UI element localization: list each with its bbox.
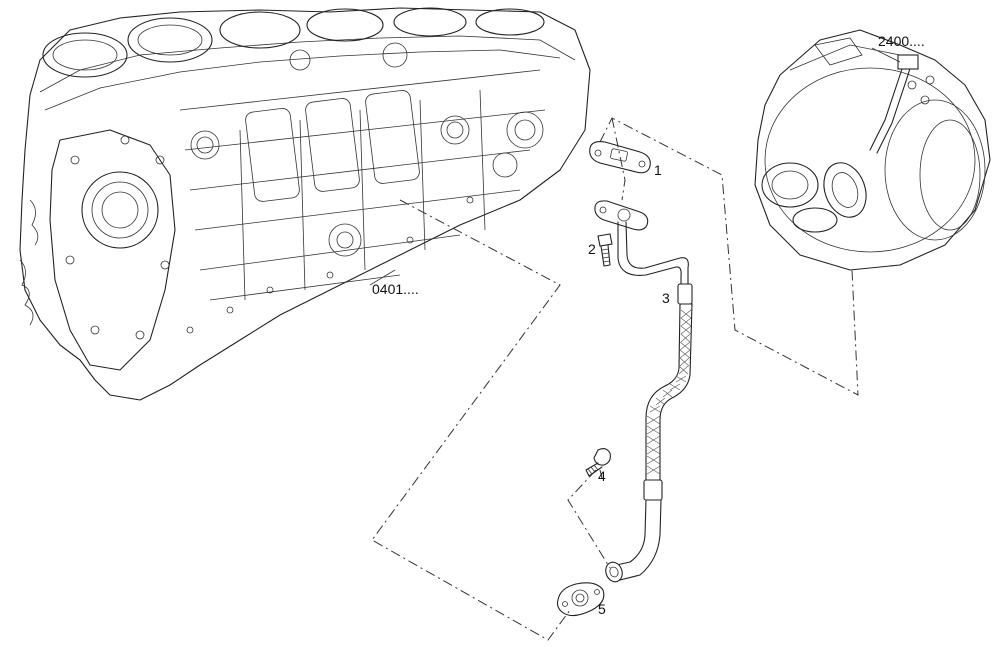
part-5-label: 5: [598, 601, 606, 617]
leader-lines: [369, 47, 901, 286]
part-4-bolt: [585, 447, 611, 477]
part-2-screw: [597, 233, 613, 267]
part-4-label: 4: [598, 468, 606, 484]
assembly-lines: [371, 117, 859, 641]
part-3-label: 3: [662, 290, 670, 306]
part-2-label: 2: [588, 241, 596, 257]
engine-block-reference-label: 0401....: [372, 281, 419, 297]
turbocharger-illustration: [754, 29, 991, 271]
engine-block-illustration: [19, 7, 591, 401]
turbocharger-reference-label: 2400....: [878, 33, 925, 49]
part-3-oil-pipe: [594, 200, 693, 583]
part-1-gasket: [589, 141, 651, 174]
part-5-gasket: [556, 582, 605, 617]
part-1-label: 1: [654, 162, 662, 178]
